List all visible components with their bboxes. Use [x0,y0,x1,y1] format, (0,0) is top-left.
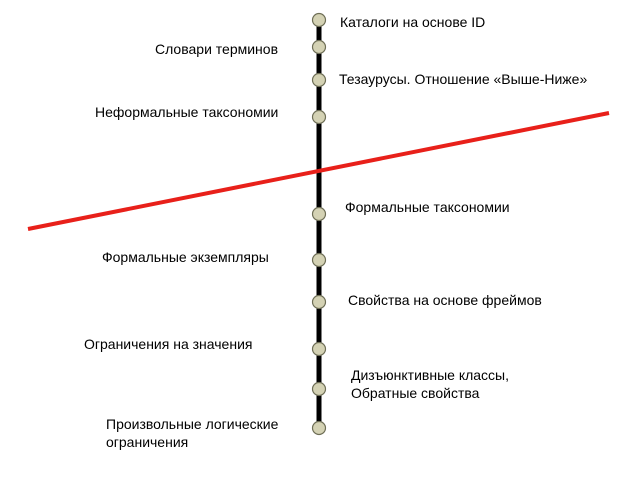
node-marker-2 [311,39,327,55]
node-marker-1 [311,12,327,28]
node-marker-8 [311,341,327,357]
node-label-term-dictionaries: Словари терминов [155,41,279,57]
node-marker-9 [311,381,327,397]
node-label-formal-instances: Формальные экземпляры [102,249,269,265]
node-label-thesauri: Тезаурусы. Отношение «Выше-Ниже» [339,71,588,87]
node-label-informal-taxonomies: Неформальные таксономии [95,104,279,120]
divider-line [27,111,610,231]
node-marker-5 [311,206,327,222]
node-label-formal-taxonomies: Формальные таксономии [345,199,510,215]
node-label-frame-properties: Свойства на основе фреймов [348,292,542,308]
node-marker-7 [311,294,327,310]
node-label-disjoint-classes: Дизъюнктивные классы, Обратные свойства [351,367,510,401]
node-marker-3 [311,72,327,88]
node-marker-10 [311,420,327,436]
node-label-logical-constraints: Произвольные логические ограничения [106,416,279,450]
node-label-id-catalogs: Каталоги на основе ID [340,14,486,30]
node-marker-6 [311,252,327,268]
node-label-value-restrictions: Ограничения на значения [84,336,253,352]
node-marker-4 [311,109,327,125]
